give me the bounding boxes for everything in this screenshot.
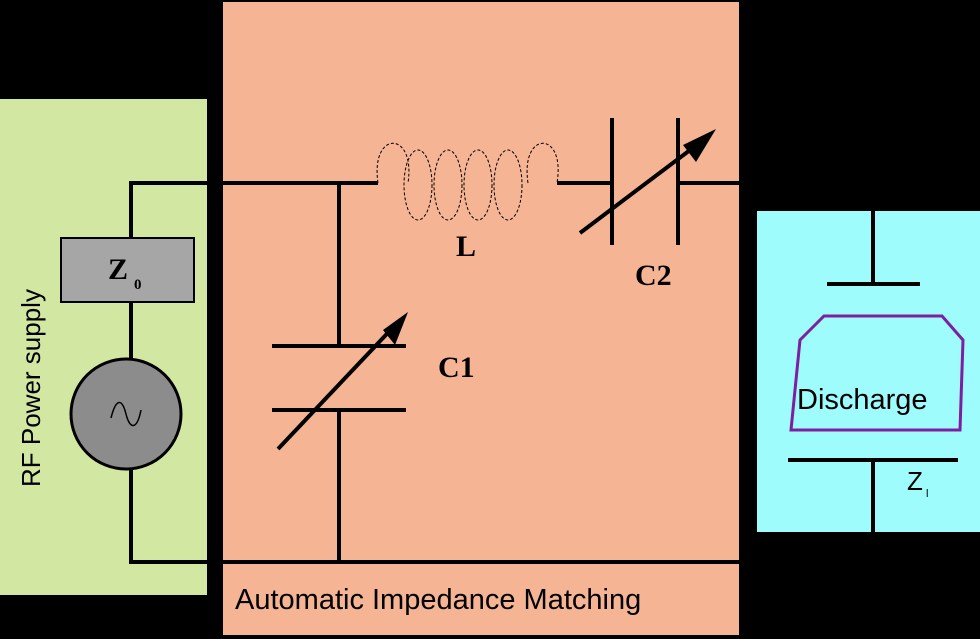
inductor-coil <box>376 142 559 221</box>
source-impedance-label: Z <box>108 253 128 286</box>
load-impedance-label: Z <box>907 466 923 496</box>
ac-source <box>69 357 183 471</box>
capacitor-c2-arrow-icon <box>683 129 716 162</box>
load-impedance-subscript: l <box>926 488 928 500</box>
capacitor-c1-label: C1 <box>438 351 475 384</box>
load-panel <box>757 211 980 532</box>
capacitor-c2-label: C2 <box>635 259 672 292</box>
load-wiring <box>740 181 958 532</box>
source-impedance-box: Z 0 <box>60 237 195 303</box>
inductor-label: L <box>456 230 476 263</box>
sine-wave-icon <box>110 401 142 427</box>
rf-supply-wiring <box>129 181 225 564</box>
matching-wiring <box>225 181 740 564</box>
source-impedance-subscript: 0 <box>134 277 142 293</box>
rf-supply-label: RF Power supply <box>16 289 46 487</box>
capacitor-c1-arrow-icon <box>383 312 408 345</box>
matching-panel <box>223 2 739 635</box>
matching-label: Automatic Impedance Matching <box>235 584 641 616</box>
capacitor-c1 <box>272 318 406 451</box>
discharge-region <box>789 314 965 432</box>
discharge-label: Discharge <box>797 384 928 416</box>
